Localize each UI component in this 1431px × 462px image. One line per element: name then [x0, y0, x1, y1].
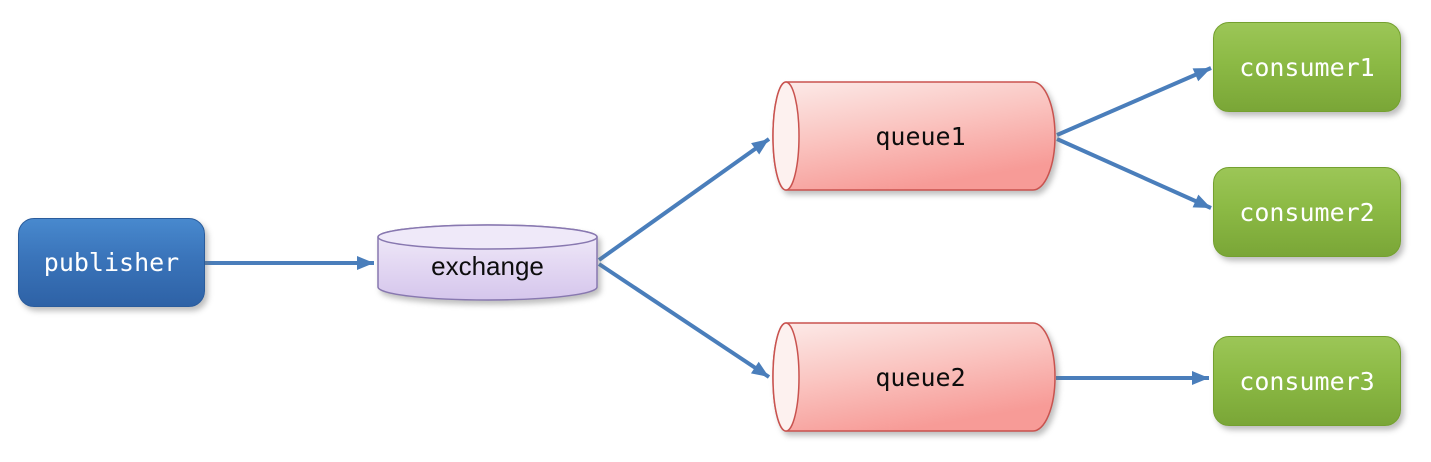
node-consumer1: consumer1: [1213, 22, 1401, 112]
node-consumer2: consumer2: [1213, 167, 1401, 257]
consumer1-label: consumer1: [1239, 52, 1375, 82]
edge-queue1-consumer2: [1056, 137, 1212, 210]
publisher-label: publisher: [43, 248, 180, 277]
consumer2-label: consumer2: [1239, 197, 1375, 227]
exchange-cylinder-top: [377, 224, 598, 250]
queue1-cylinder-body: [772, 81, 1056, 191]
node-queue1-cylinder: [772, 81, 1056, 191]
edge-queue1-consumer1: [1056, 66, 1212, 137]
node-exchange-cylinder: [377, 224, 598, 301]
queue1-cylinder-open-end: [772, 81, 800, 191]
edges-group: [205, 66, 1212, 385]
edge-exchange-queue1: [597, 137, 771, 262]
node-queue2-cylinder: [772, 322, 1056, 432]
node-consumer3: consumer3: [1213, 336, 1401, 426]
queue2-cylinder-body: [772, 322, 1056, 432]
consumer3-label: consumer3: [1239, 366, 1375, 396]
edge-exchange-queue2: [597, 262, 771, 379]
queue2-cylinder-open-end: [772, 322, 800, 432]
node-publisher: publisher: [18, 218, 205, 307]
